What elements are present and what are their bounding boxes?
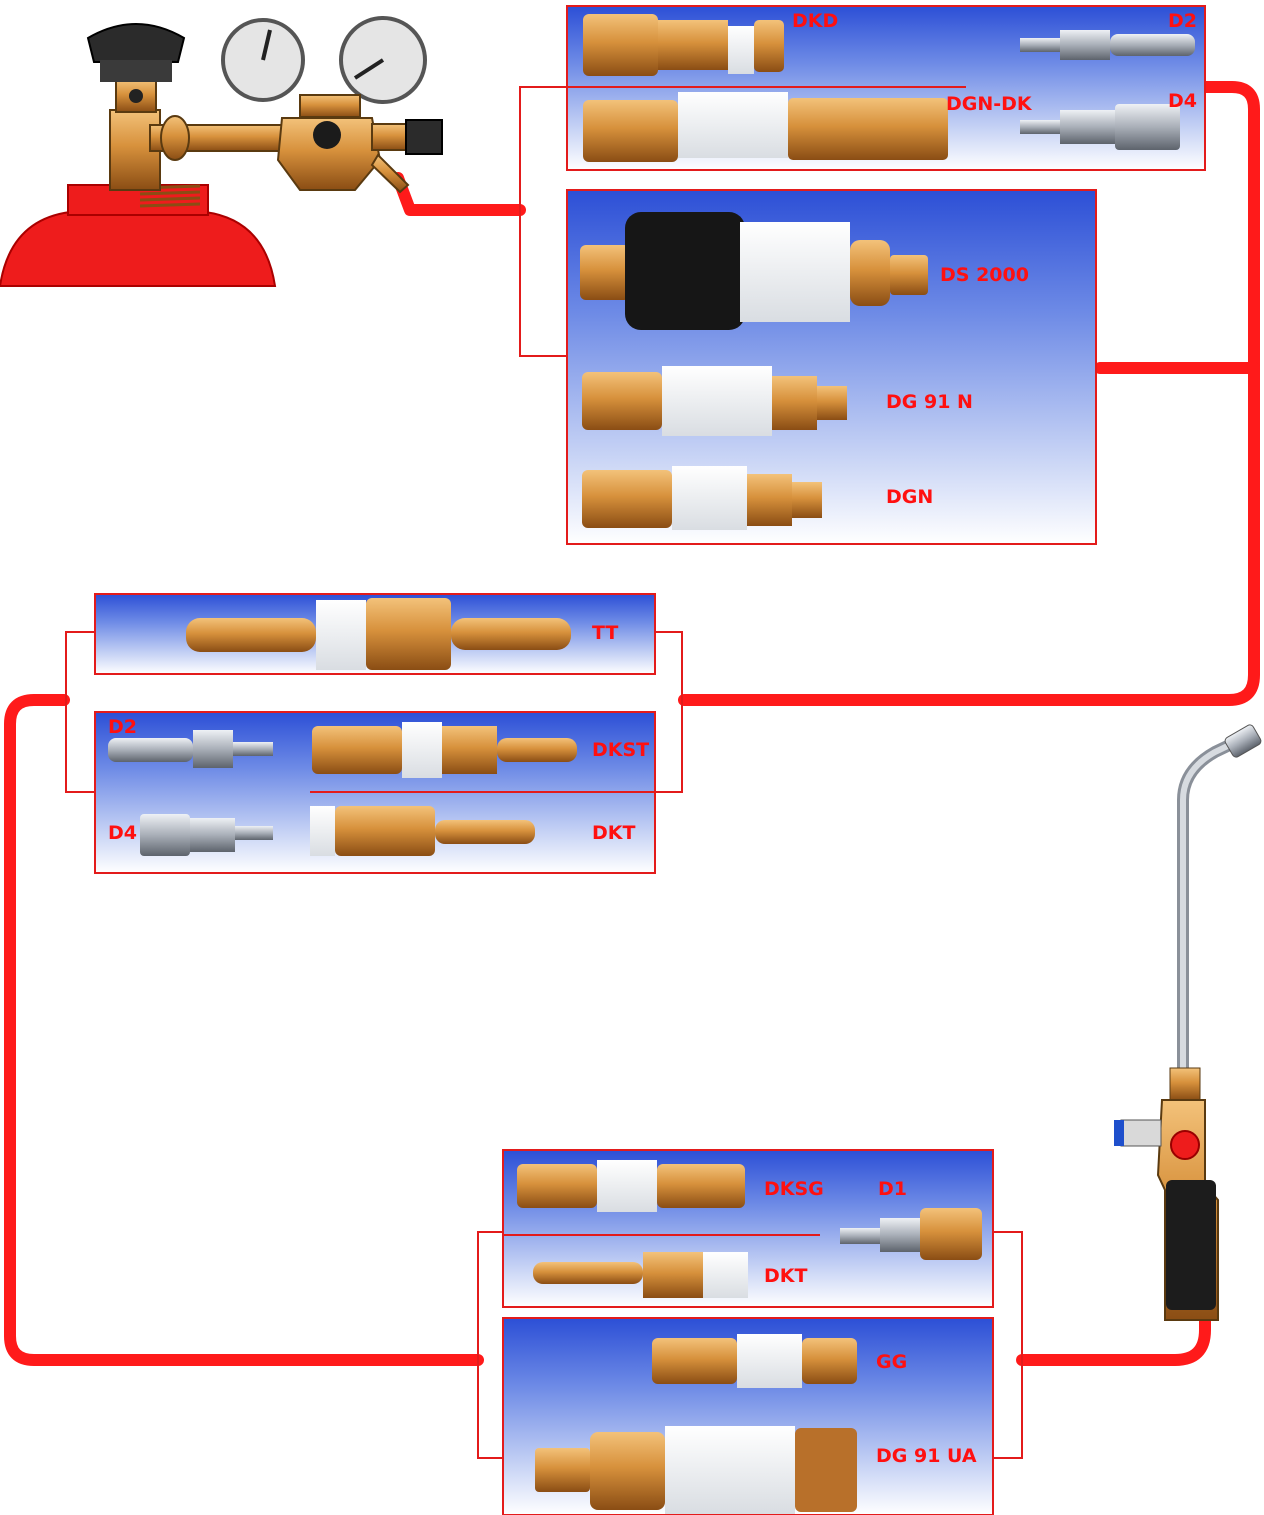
label-d2-top: D2 (1168, 10, 1197, 32)
pressure-regulator-icon (149, 16, 443, 194)
label-dkt-mid: DKT (592, 822, 636, 844)
label-dksg: DKSG (764, 1178, 824, 1200)
label-dkt-bottom: DKT (764, 1265, 808, 1287)
label-dgn: DGN (886, 486, 934, 508)
label-d4-top: D4 (1168, 90, 1197, 112)
quick-coupling-icon (108, 30, 1195, 1260)
hose-icon (4, 81, 1260, 1366)
bracket-lines (65, 86, 1023, 1459)
gas-cylinder-icon (0, 23, 277, 287)
torch-icon (1114, 724, 1262, 1321)
label-dgn-dk: DGN-DK (946, 93, 1032, 115)
label-dg91n: DG 91 N (886, 391, 973, 413)
label-gg: GG (876, 1351, 908, 1373)
label-dkst: DKST (592, 739, 650, 761)
label-d1: D1 (878, 1178, 907, 1200)
label-d2-mid: D2 (108, 716, 137, 738)
label-tt: TT (592, 622, 619, 644)
label-dg91ua: DG 91 UA (876, 1445, 977, 1467)
label-d4-mid: D4 (108, 822, 137, 844)
flashback-arrestor-icon (186, 14, 948, 1514)
label-dkd: DKD (792, 10, 839, 32)
label-ds2000: DS 2000 (940, 264, 1029, 286)
